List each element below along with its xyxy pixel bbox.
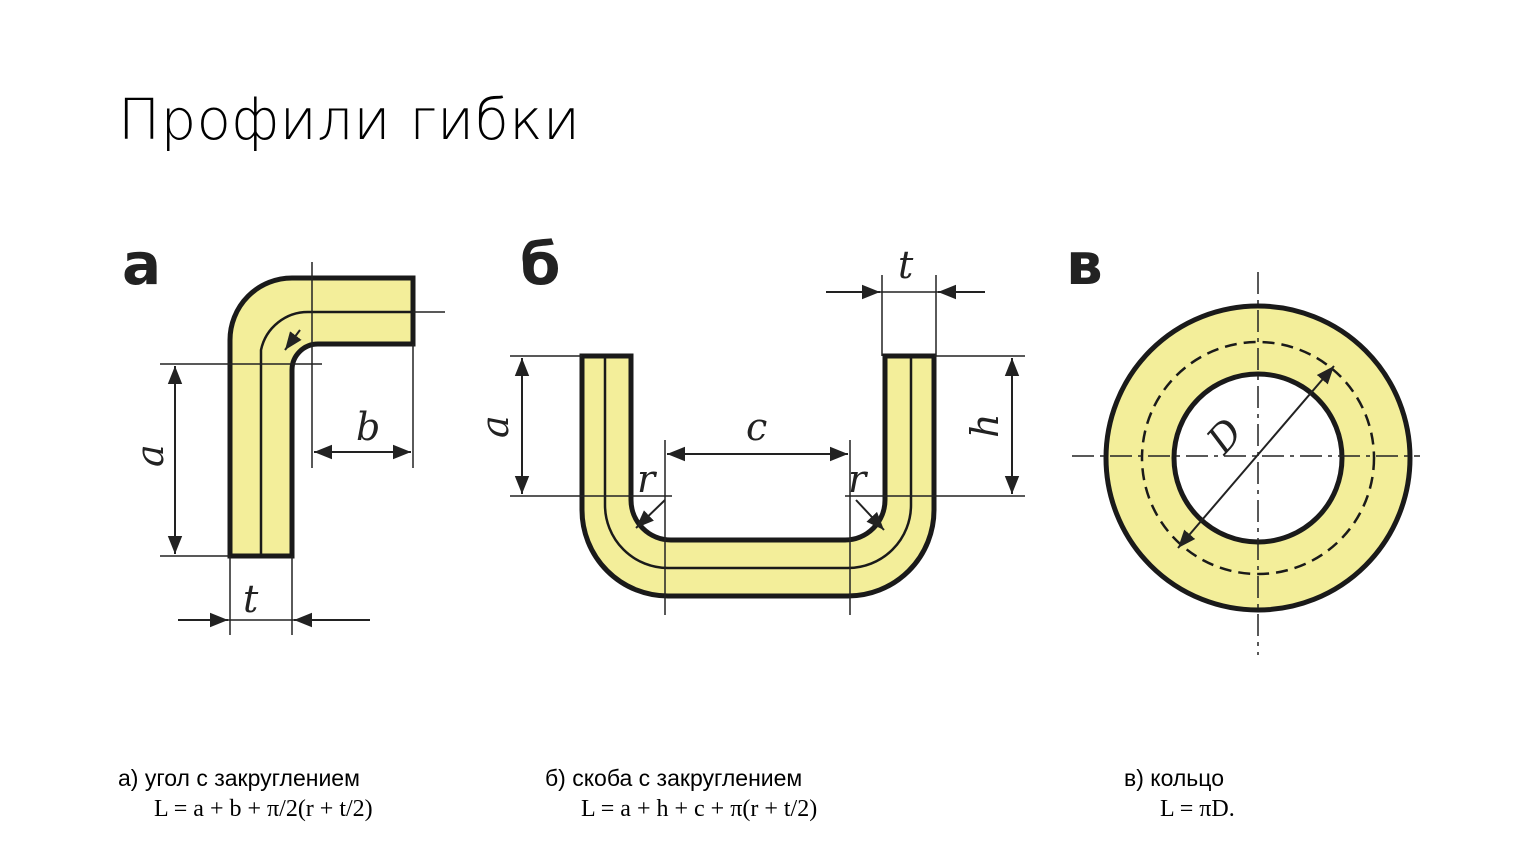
caption-v-text: в) кольцо — [1124, 765, 1224, 791]
caption-b: б) скоба с закруглением L = a + h + c + … — [545, 765, 817, 823]
slide-title: Профили гибки — [118, 88, 581, 153]
figure-b: б a c h t r r — [473, 230, 1025, 615]
figure-b-label-t: t — [898, 243, 914, 287]
caption-a: а) угол с закруглением L = a + b + π/2(r… — [118, 765, 373, 823]
figure-a-profile — [227, 275, 416, 559]
figure-b-label-h: h — [963, 414, 1007, 438]
figure-a-label-a: a — [128, 444, 172, 467]
figure-b-letter: б — [520, 230, 561, 298]
formula-v: L = πD. — [1160, 796, 1235, 822]
figure-a-label-t: t — [243, 577, 259, 621]
figure-b-label-r-right: r — [848, 457, 869, 501]
figure-b-label-a: a — [473, 415, 517, 438]
figure-b-profile — [579, 353, 937, 599]
figure-a-letter: а — [122, 230, 161, 298]
caption-a-text: а) угол с закруглением — [118, 765, 360, 791]
formula-a: L = a + b + π/2(r + t/2) — [154, 796, 373, 822]
figure-b-label-c: c — [746, 405, 767, 449]
formula-b: L = a + h + c + π(r + t/2) — [581, 796, 818, 822]
figure-a-label-b: b — [356, 405, 380, 449]
caption-v: в) кольцо L = πD. — [1124, 765, 1235, 823]
figure-v: в D — [1066, 230, 1420, 655]
figure-a: а a b t — [122, 230, 445, 635]
figure-v-letter: в — [1066, 230, 1103, 298]
figure-b-label-r-left: r — [637, 457, 658, 501]
caption-b-text: б) скоба с закруглением — [545, 765, 803, 791]
